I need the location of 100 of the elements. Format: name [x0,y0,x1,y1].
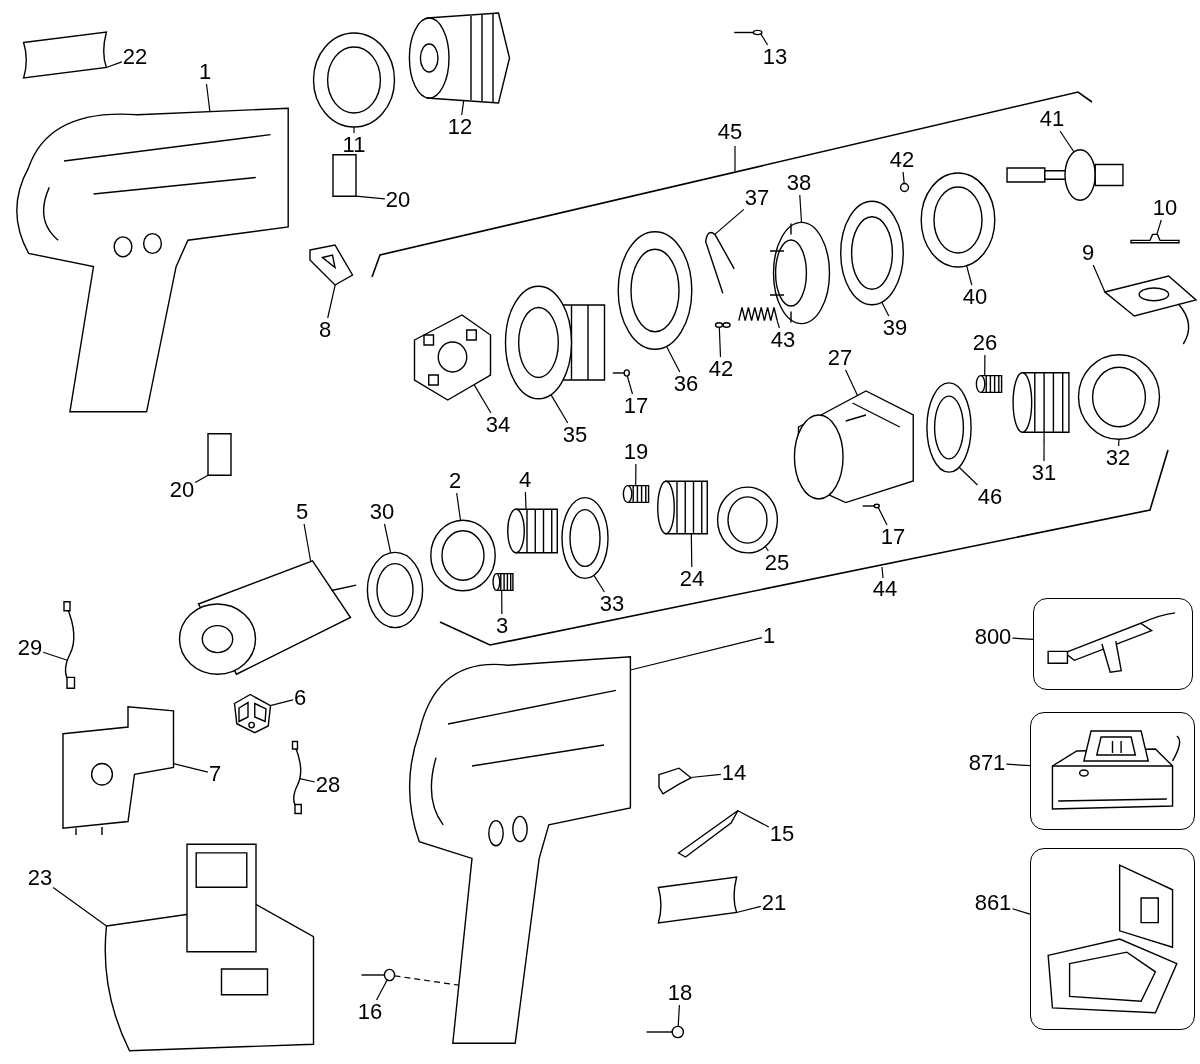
leader-line [718,326,722,358]
clip-drawing [1130,232,1180,244]
callout-number: 36 [672,372,700,396]
leader-line [665,345,681,373]
callout-number: 7 [207,762,223,786]
callout-number: 37 [743,186,771,210]
callout-number: 32 [1104,446,1132,470]
callout-number: 31 [1030,461,1058,485]
leader-line [327,284,336,319]
callout-number: 1 [761,624,777,648]
leader-line [958,466,979,486]
callout-number: 25 [763,551,791,575]
leader-line [677,1004,680,1027]
ring-drawing [615,228,695,353]
leader-line [1043,431,1045,462]
callout-number: 18 [666,981,694,1005]
leader-line [456,492,462,521]
callout-number: 3 [494,614,510,638]
leader-line [966,265,973,286]
leader-line [1011,637,1034,640]
callout-number: 800 [973,625,1013,649]
callout-number: 21 [760,891,788,915]
leader-line [1005,763,1031,767]
callout-number: 2 [447,469,463,493]
ring-drawing [838,198,906,308]
leader-line [776,320,780,329]
callout-number: 17 [622,394,650,418]
leader-line [550,394,569,424]
callout-number: 46 [976,485,1004,509]
leader-line [1156,219,1162,235]
callout-number: 6 [292,686,308,710]
callout-number: 35 [561,423,589,447]
callout-number: 41 [1038,107,1066,131]
callout-number: 4 [517,468,533,492]
gear-drawing [975,372,1003,396]
block-icon [332,153,357,198]
leader-line [194,474,209,484]
callout-number: 20 [168,478,196,502]
callout-number: 11 [341,133,367,157]
leader-line [714,208,745,235]
leader-line [690,533,693,568]
leader-line [877,506,888,526]
callout-number: 22 [121,45,149,69]
leader-line [626,375,634,395]
callout-number: 40 [961,285,989,309]
callout-number: 17 [879,525,907,549]
ring-drawing [365,550,425,630]
callout-number: 10 [1151,196,1179,220]
callout-number: 30 [368,500,396,524]
callout-number: 38 [785,171,813,195]
leader-line [473,384,492,414]
leader-line [1059,130,1075,153]
callout-number: 34 [484,413,512,437]
callout-number: 5 [294,500,310,524]
leader-line [1011,908,1031,915]
leader-line [299,778,316,783]
callout-number: 9 [1080,241,1096,265]
callout-number: 23 [26,866,54,890]
leader-line [635,463,637,487]
callout-number: 29 [16,636,44,660]
accessory-panel [1033,598,1193,690]
callout-number: 24 [678,567,706,591]
ring-drawing [1075,352,1163,442]
callout-number: 39 [881,316,909,340]
callout-number: 42 [888,148,916,172]
callout-number: 14 [720,761,748,785]
callout-number: 26 [971,331,999,355]
callout-number: 12 [446,115,474,139]
leader-line [845,369,859,397]
gear-drawing [622,482,650,506]
leader-line [799,194,803,223]
leader-line [690,773,722,779]
callout-number: 33 [598,592,626,616]
accessory-panel [1030,712,1195,830]
ring-drawing [918,170,998,270]
leader-line [375,979,388,1001]
ring-drawing [560,495,610,581]
leader-line [52,887,108,927]
leader-line [760,33,769,46]
leader-line [881,301,890,317]
leader-line [501,589,503,615]
ring-drawing [428,518,498,593]
leader-line [269,699,294,707]
leader-line [1118,438,1120,447]
accessory-panel [1030,848,1195,1030]
callout-number: 28 [314,773,342,797]
leader-line [736,905,762,914]
clip-drawing [655,765,695,797]
label-sheet-drawing [655,875,740,925]
callout-number: 16 [356,1000,384,1024]
leader-line [383,523,392,554]
ring-drawing [715,485,780,555]
leader-line [42,651,68,661]
leader-line [902,171,905,185]
ring-drawing [310,30,398,130]
callout-number: 44 [871,577,899,601]
callout-number: 20 [384,188,412,212]
callout-number: 43 [769,328,797,352]
leader-line [764,545,769,552]
ball-pair-icon [715,320,731,330]
